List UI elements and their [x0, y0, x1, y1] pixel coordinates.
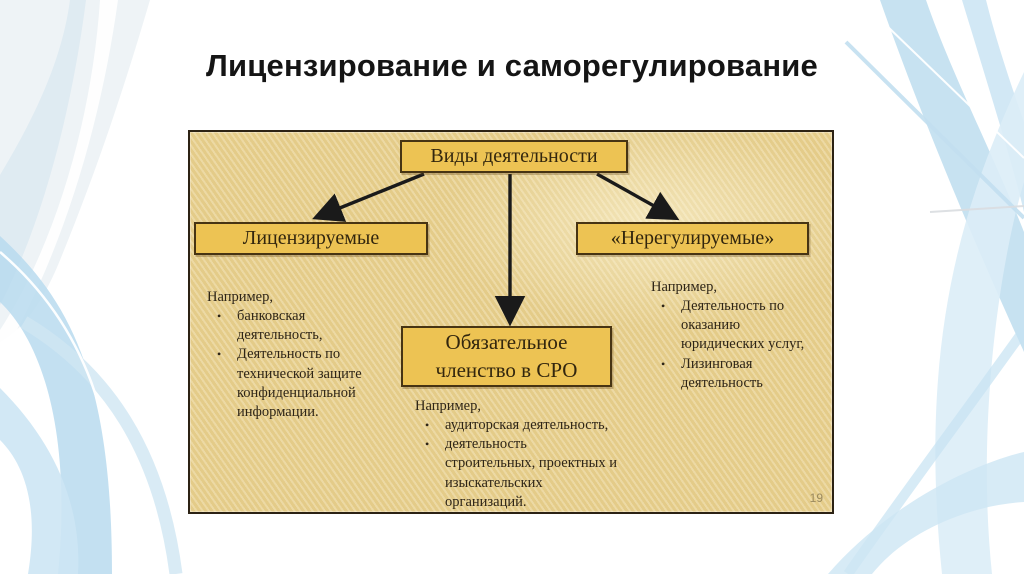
list-item-text: аудиторская деятельность,	[445, 417, 609, 434]
decor-right-white-line	[859, 0, 1024, 159]
decor-right-grey-line	[929, 205, 1024, 213]
bullet-icon: •	[217, 347, 222, 362]
decor-left-white-line	[0, 0, 118, 360]
list-item: • аудиторская деятельность,	[415, 416, 677, 435]
list-item: • банковская деятельность,	[207, 307, 393, 345]
examples-intro: Например,	[415, 398, 481, 414]
diagram-panel: Виды деятельности Лицензируемые «Нерегул…	[188, 130, 834, 514]
unregulated-examples-list: Например, • Деятельность по оказанию юри…	[651, 278, 823, 393]
sro-examples-list: Например, • аудиторская деятельность, • …	[415, 397, 677, 512]
list-item-text: Лизинговая деятельность	[681, 355, 763, 391]
decor-bottom-right-sweep	[828, 452, 1024, 574]
slide-title: Лицензирование и саморегулирование	[206, 48, 818, 83]
list-item: • Лизинговая деятельность	[651, 355, 823, 393]
list-item-text: Деятельность по оказанию юридических усл…	[681, 298, 805, 353]
licensed-examples-list: Например, • банковская деятельность, • Д…	[207, 288, 393, 422]
list-item-text: деятельность строительных, проектных и и…	[445, 436, 618, 510]
list-item: • Деятельность по оказанию юридических у…	[651, 297, 823, 354]
bullet-icon: •	[425, 418, 430, 433]
decor-left-white-stroke	[0, 251, 120, 574]
node-licensed: Лицензируемые	[194, 222, 428, 255]
examples-intro: Например,	[207, 289, 273, 305]
bullet-icon: •	[217, 309, 222, 324]
examples-intro: Например,	[651, 279, 717, 295]
list-item-text: Деятельность по технической защите конфи…	[237, 346, 362, 420]
list-item: • Деятельность по технической защите кон…	[207, 345, 393, 422]
node-unregulated: «Нерегулируемые»	[576, 222, 809, 255]
node-activity-types: Виды деятельности	[400, 140, 628, 173]
page-number: 19	[809, 491, 823, 505]
decor-right-diagonal-line	[844, 40, 1024, 220]
list-item: • деятельность строительных, проектных и…	[415, 435, 677, 512]
decor-left-ribbon-2	[0, 388, 79, 574]
decor-left-curve-stroke	[20, 316, 183, 574]
arrow-root-to-right-icon	[596, 172, 680, 221]
bullet-icon: •	[425, 437, 430, 452]
node-sro-membership: Обязательное членство в СРО	[401, 326, 612, 387]
list-item-text: банковская деятельность,	[237, 308, 323, 344]
decor-left-top-ribbon	[0, 0, 86, 305]
arrow-root-to-left-icon	[312, 172, 425, 222]
bullet-icon: •	[661, 299, 666, 314]
bullet-icon: •	[661, 356, 666, 371]
